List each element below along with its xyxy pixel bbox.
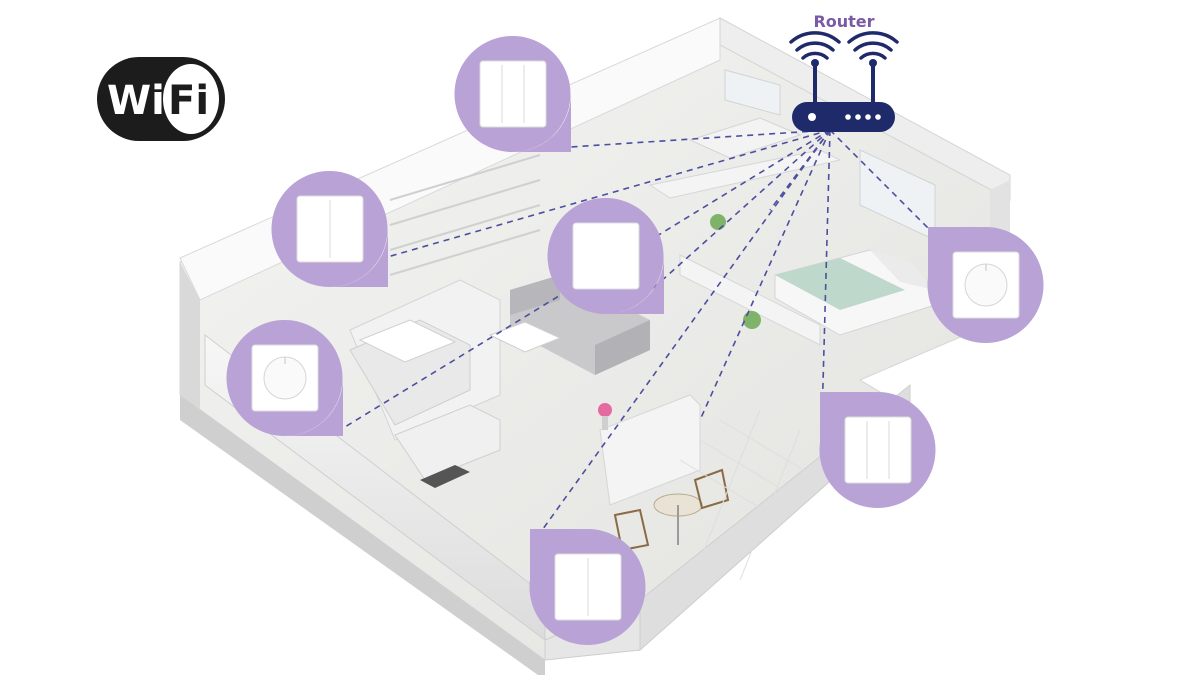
router-signal-left-icon bbox=[791, 33, 839, 58]
wifi-logo-text-left: Wi bbox=[107, 78, 165, 124]
wifi-logo-text-right: Fi bbox=[168, 78, 209, 124]
switch-center-1gang bbox=[548, 198, 665, 314]
switch-top-3gang bbox=[455, 36, 572, 152]
wifi-logo: Wi Fi bbox=[97, 57, 225, 141]
dimmer-left-round bbox=[227, 320, 344, 436]
router-label: Router bbox=[812, 12, 876, 31]
dimmer-right-round bbox=[928, 227, 1044, 343]
switch-bottom-2gang bbox=[530, 529, 646, 645]
switch-left-2gang bbox=[272, 171, 389, 287]
router-signal-right-icon bbox=[849, 33, 897, 58]
switch-right-3gang bbox=[820, 392, 936, 508]
